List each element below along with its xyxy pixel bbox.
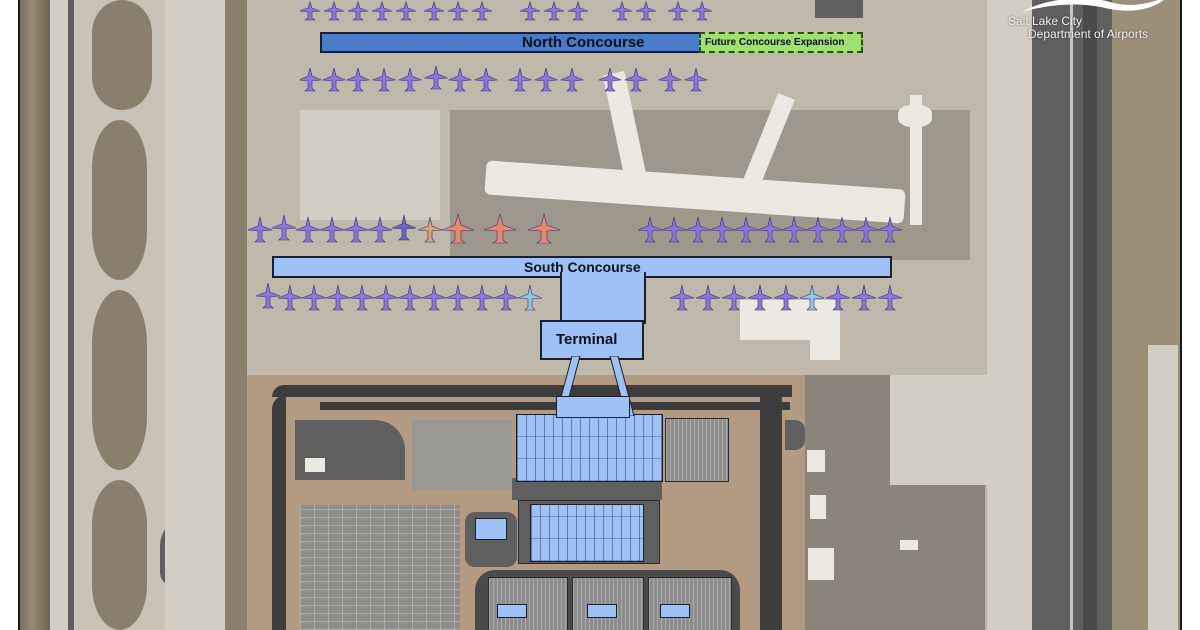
terminal-connector (560, 272, 646, 324)
commercial-bldg-4 (900, 540, 918, 550)
apron-pad (300, 110, 440, 220)
parking-garage-new (516, 414, 663, 482)
terminal-label: Terminal (556, 331, 618, 348)
taxiway-far-right (1148, 345, 1178, 630)
slc-airports-logo: Salt Lake City Department of Airports (1000, 0, 1170, 48)
infield-4 (92, 480, 147, 630)
runway-right-edge (1083, 0, 1097, 630)
north-concourse[interactable]: North Concourse (320, 32, 702, 53)
north-concourse-gates-bottom (297, 64, 720, 96)
existing-concourse-c-hub (898, 105, 932, 127)
entry-road-left (272, 395, 286, 630)
garage-center (572, 577, 644, 630)
garage-core-east (660, 604, 690, 618)
north-parking (815, 0, 863, 18)
north-concourse-gates-top (299, 0, 720, 28)
wing-swoosh-icon (1022, 0, 1164, 12)
south-concourse-gates-bottom (248, 280, 908, 316)
north-concourse-label: North Concourse (522, 34, 645, 51)
taxiway-right (987, 0, 1032, 630)
garage-entry-hall (556, 396, 630, 418)
exit-road-right (760, 395, 782, 630)
rental-building (305, 458, 325, 472)
grass-strip-left (20, 0, 50, 630)
entry-road-top-2 (320, 402, 790, 410)
infield-1 (92, 0, 152, 110)
south-concourse-gates-top (247, 212, 908, 248)
service-building (475, 518, 507, 540)
economy-lot (300, 505, 460, 630)
surface-lot-a (412, 420, 512, 490)
commercial-bldg-3 (808, 548, 834, 580)
future-expansion-label: Future Concourse Expansion (705, 37, 845, 48)
apron-south-east (890, 375, 987, 485)
infield-3 (92, 290, 147, 470)
commercial-bldg-1 (807, 450, 825, 472)
grass-strip-mid (225, 0, 247, 630)
existing-terminal-block (740, 300, 810, 340)
runway-centerline (68, 0, 74, 630)
terminal-forecourt (512, 478, 662, 500)
garage-west (488, 577, 568, 630)
garage-core-center (587, 604, 617, 618)
infield-2 (92, 120, 147, 280)
entry-road-top (272, 385, 792, 397)
runway-right-centerline (1070, 0, 1073, 630)
logo-line-2: Department of Airports (1028, 27, 1149, 41)
aerial-map: North Concourse Future Concourse Expansi… (18, 0, 1182, 630)
south-concourse-label: South Concourse (524, 259, 641, 275)
terminal[interactable]: Terminal (540, 320, 644, 360)
commercial-bldg-2 (810, 495, 826, 519)
taxiway-left-2 (165, 0, 225, 630)
existing-concourse-c (910, 95, 922, 225)
future-concourse-expansion[interactable]: Future Concourse Expansion (699, 32, 863, 53)
rental-car-facility (530, 504, 644, 562)
curbside-loop (785, 420, 805, 450)
parking-garage-existing (665, 418, 729, 482)
garage-east (648, 577, 732, 630)
garage-core-west (497, 604, 527, 618)
logo-line-1: Salt Lake City (1008, 14, 1083, 28)
